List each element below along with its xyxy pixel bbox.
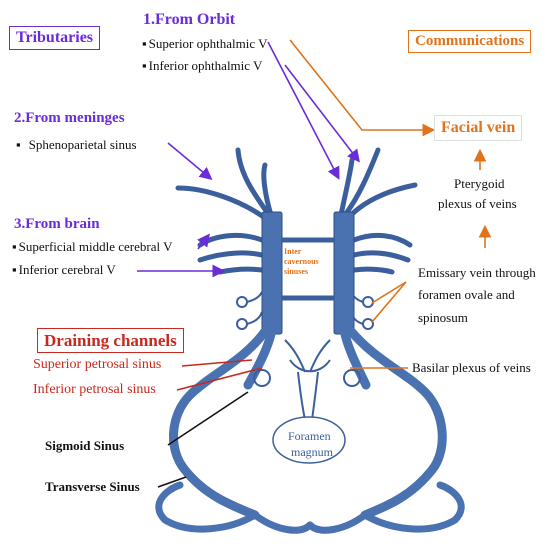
facial-vein-label: Facial vein [434, 115, 522, 141]
emissary-line2: foramen ovale and [418, 288, 515, 301]
brain-title: 3.From brain [14, 217, 100, 232]
inferior-cerebral-label: Inferior cerebral V [12, 263, 116, 276]
emissary-line3: spinosum [418, 311, 468, 324]
meninges-title: 2.From meninges [14, 111, 125, 126]
basilar-plexus-label: Basilar plexus of veins [412, 361, 531, 374]
foramen-line1: Foramen [288, 430, 331, 442]
emissary-line1: Emissary vein through [418, 266, 536, 279]
intercavernous-line3: sinuses [284, 268, 308, 276]
draining-channels-heading: Draining channels [37, 328, 184, 353]
superficial-middle-cerebral-label: Superficial middle cerebral V [12, 240, 173, 253]
superior-petrosal-label: Superior petrosal sinus [33, 358, 161, 372]
superior-ophthalmic-label: Superior ophthalmic V [142, 37, 268, 50]
foramen-line2: magnum [291, 446, 333, 458]
basilar-plexus [254, 340, 360, 420]
inferior-ophthalmic-label: Inferior ophthalmic V [142, 59, 262, 72]
right-cavernous-sinus [334, 212, 354, 334]
orbit-title: 1.From Orbit [143, 12, 235, 28]
tributaries-heading: Tributaries [9, 26, 100, 50]
sigmoid-sinus-label: Sigmoid Sinus [45, 439, 124, 452]
inferior-petrosal-label: Inferior petrosal sinus [33, 383, 156, 397]
transverse-sinus-label: Transverse Sinus [45, 480, 140, 493]
pterygoid-line2: plexus of veins [438, 197, 517, 210]
sphenoparietal-label: ▪Sphenoparietal sinus [16, 138, 137, 151]
pterygoid-line1: Pterygoid [454, 177, 505, 190]
left-cavernous-sinus [262, 212, 282, 334]
intercavernous-line1: Inter [284, 248, 301, 256]
communications-heading: Communications [408, 30, 531, 53]
intercavernous-line2: cavernous [284, 258, 319, 266]
